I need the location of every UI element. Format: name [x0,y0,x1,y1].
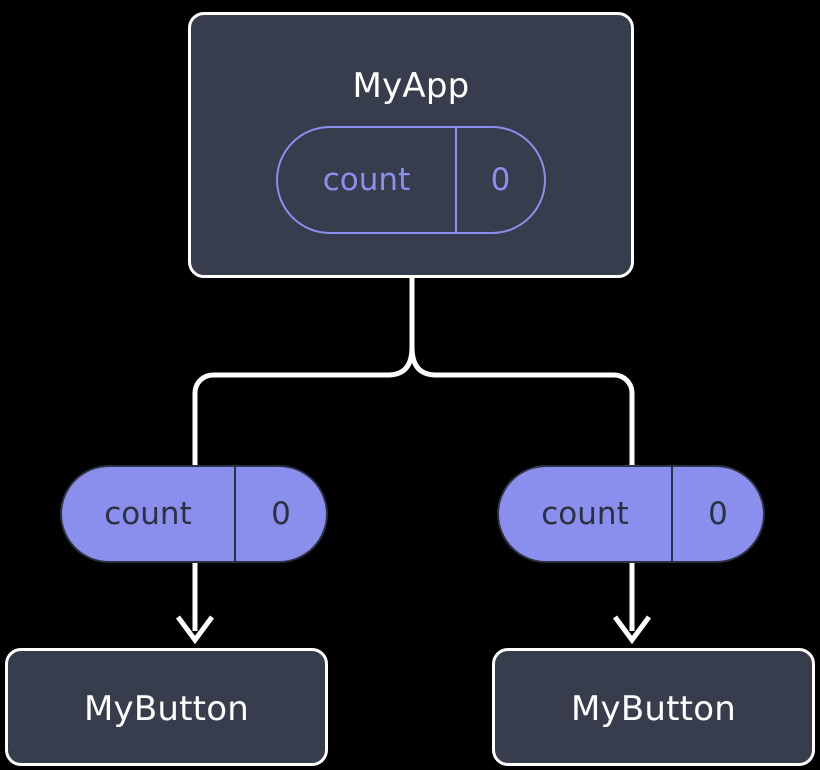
prop-pill-left-count[interactable]: count 0 [60,465,328,563]
branch-left-wire [192,346,415,465]
prop-pill-key: count [499,467,673,561]
prop-pill-value: 0 [708,496,728,532]
state-pill-key: count [278,128,457,232]
state-pill-myapp-count[interactable]: count 0 [276,126,546,234]
component-title-mybutton: MyButton [571,689,736,729]
arrow-left-pill-to-button [175,563,215,645]
prop-pill-key: count [62,467,236,561]
arrow-right-pill-to-button [612,563,652,645]
component-title-mybutton: MyButton [84,689,249,729]
component-node-mybutton-left[interactable]: MyButton [5,648,328,766]
prop-pill-value: 0 [271,496,291,532]
prop-pill-right-count[interactable]: count 0 [497,465,765,563]
component-node-mybutton-right[interactable]: MyButton [492,648,815,766]
branch-right-wire [409,346,635,465]
state-pill-value: 0 [490,162,511,198]
component-title-myapp: MyApp [352,66,470,106]
